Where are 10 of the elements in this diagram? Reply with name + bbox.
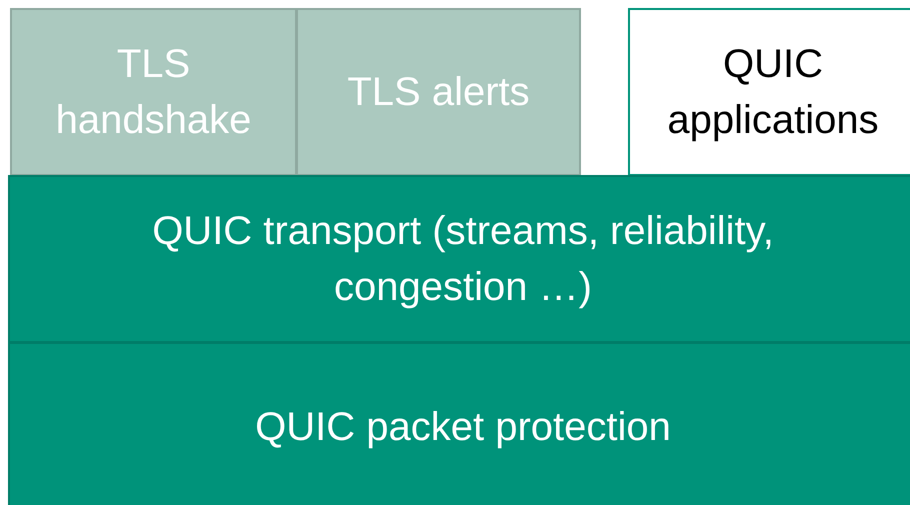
layer-label: TLS handshake (54, 41, 252, 144)
layer-label: QUIC packet protection (255, 404, 671, 451)
layer-box (8, 175, 910, 343)
layer-label: TLS alerts (347, 69, 530, 116)
layer-box (628, 8, 910, 176)
layer-box (8, 342, 910, 505)
layer-label: QUIC transport (streams, reliability, congestion …) (151, 208, 775, 311)
layer-box (296, 8, 581, 176)
layer-box (10, 8, 297, 176)
layer-label: QUIC applications (666, 41, 880, 144)
